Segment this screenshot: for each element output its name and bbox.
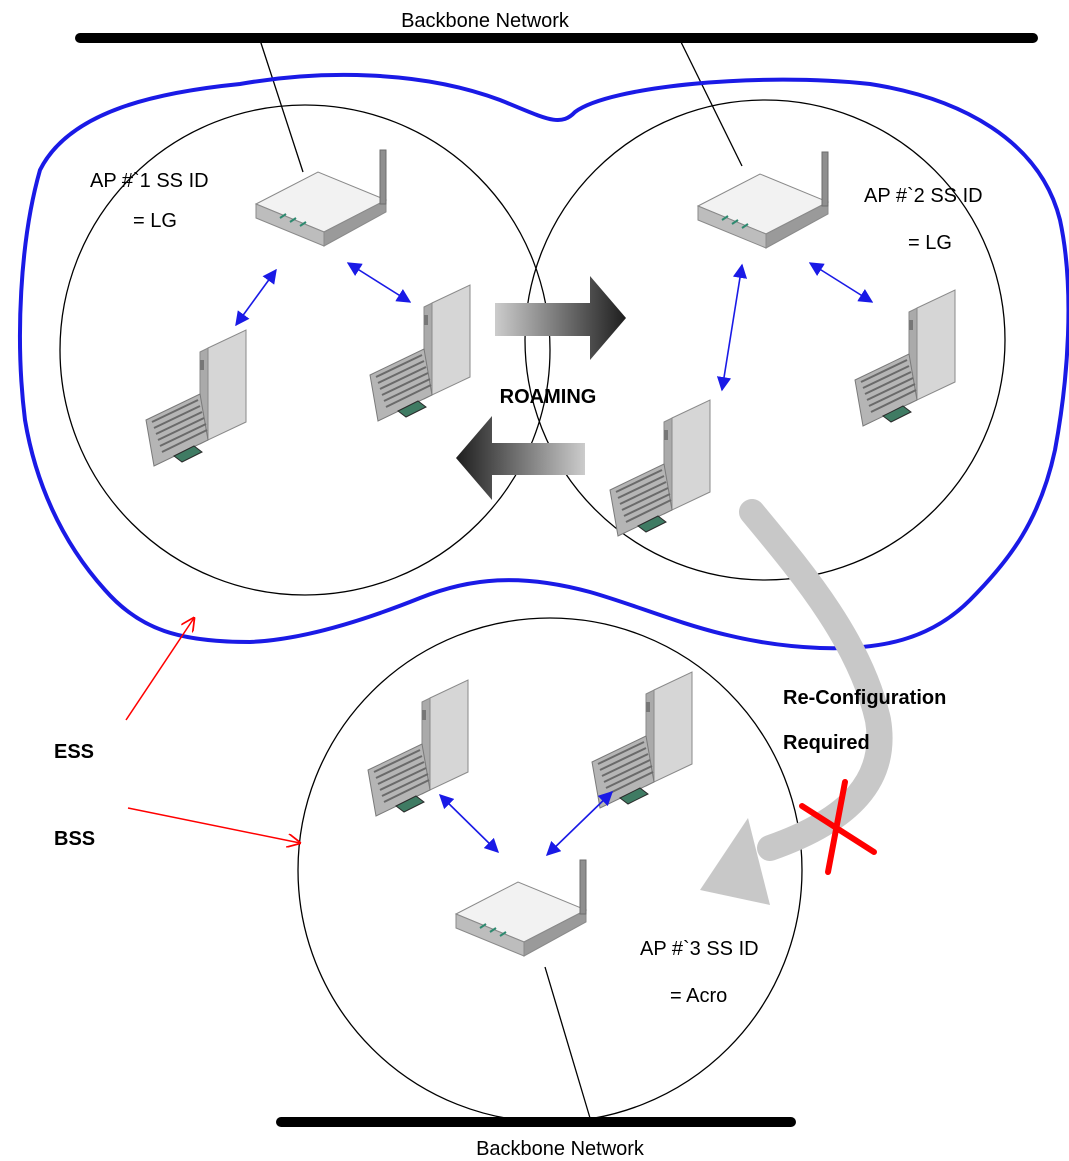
gradient-arrow-icon: [456, 416, 585, 500]
ap3-ssid-label: AP #`3 SS ID: [640, 938, 759, 960]
link-ap3-laptop-f: [545, 790, 614, 857]
access-point-icon: [455, 859, 587, 957]
ess-boundary: [18, 72, 1069, 651]
ap2-ssid-label: AP #`2 SS ID: [864, 185, 983, 207]
link-ap3-laptop-e: [438, 793, 500, 854]
laptop-icon: [854, 289, 956, 427]
laptop-icon: [367, 679, 469, 817]
reconfig-arrow-head: [700, 818, 770, 905]
roaming-label: ROAMING: [500, 386, 597, 408]
laptop-icon: [369, 284, 471, 422]
reconfig-label-line2: Required: [783, 732, 870, 754]
bss-circle-ap1: [59, 104, 551, 596]
ess-label: ESS: [54, 741, 94, 763]
ap3-ssid-value: = Acro: [670, 985, 727, 1007]
backbone-top-label: Backbone Network: [401, 10, 570, 32]
link-ap2-laptop-d: [808, 262, 874, 303]
laptop-icon: [591, 671, 693, 809]
bss-label: BSS: [54, 828, 95, 850]
link-ap1-laptop-a: [235, 268, 277, 327]
ap2-drop-line: [679, 39, 743, 167]
access-point-icon: [255, 149, 387, 247]
access-point-icon: [697, 151, 829, 249]
red-x-icon: [799, 779, 877, 875]
laptop-icon: [609, 399, 711, 537]
wireless-links: [235, 262, 874, 857]
ap1-ssid-label: AP #`1 SS ID: [90, 170, 209, 192]
ap2-ssid-value: = LG: [908, 232, 952, 254]
link-ap2-laptop-c: [716, 263, 748, 392]
reconfig-arrow-shaft: [739, 499, 893, 861]
bss-circle-ap3: [297, 617, 803, 1123]
reconfig-label-line1: Re-Configuration: [783, 687, 946, 709]
link-ap1-laptop-b: [346, 262, 412, 303]
ess-pointer-arrow: [125, 618, 194, 721]
gradient-arrow-icon: [495, 276, 626, 360]
ap3-drop-line: [544, 966, 591, 1119]
backbone-bottom-label: Backbone Network: [476, 1138, 645, 1160]
bss-circle-ap2: [524, 99, 1006, 581]
ap1-ssid-value: = LG: [133, 210, 177, 232]
laptop-icon: [145, 329, 247, 467]
bss-pointer-arrow: [127, 807, 300, 843]
